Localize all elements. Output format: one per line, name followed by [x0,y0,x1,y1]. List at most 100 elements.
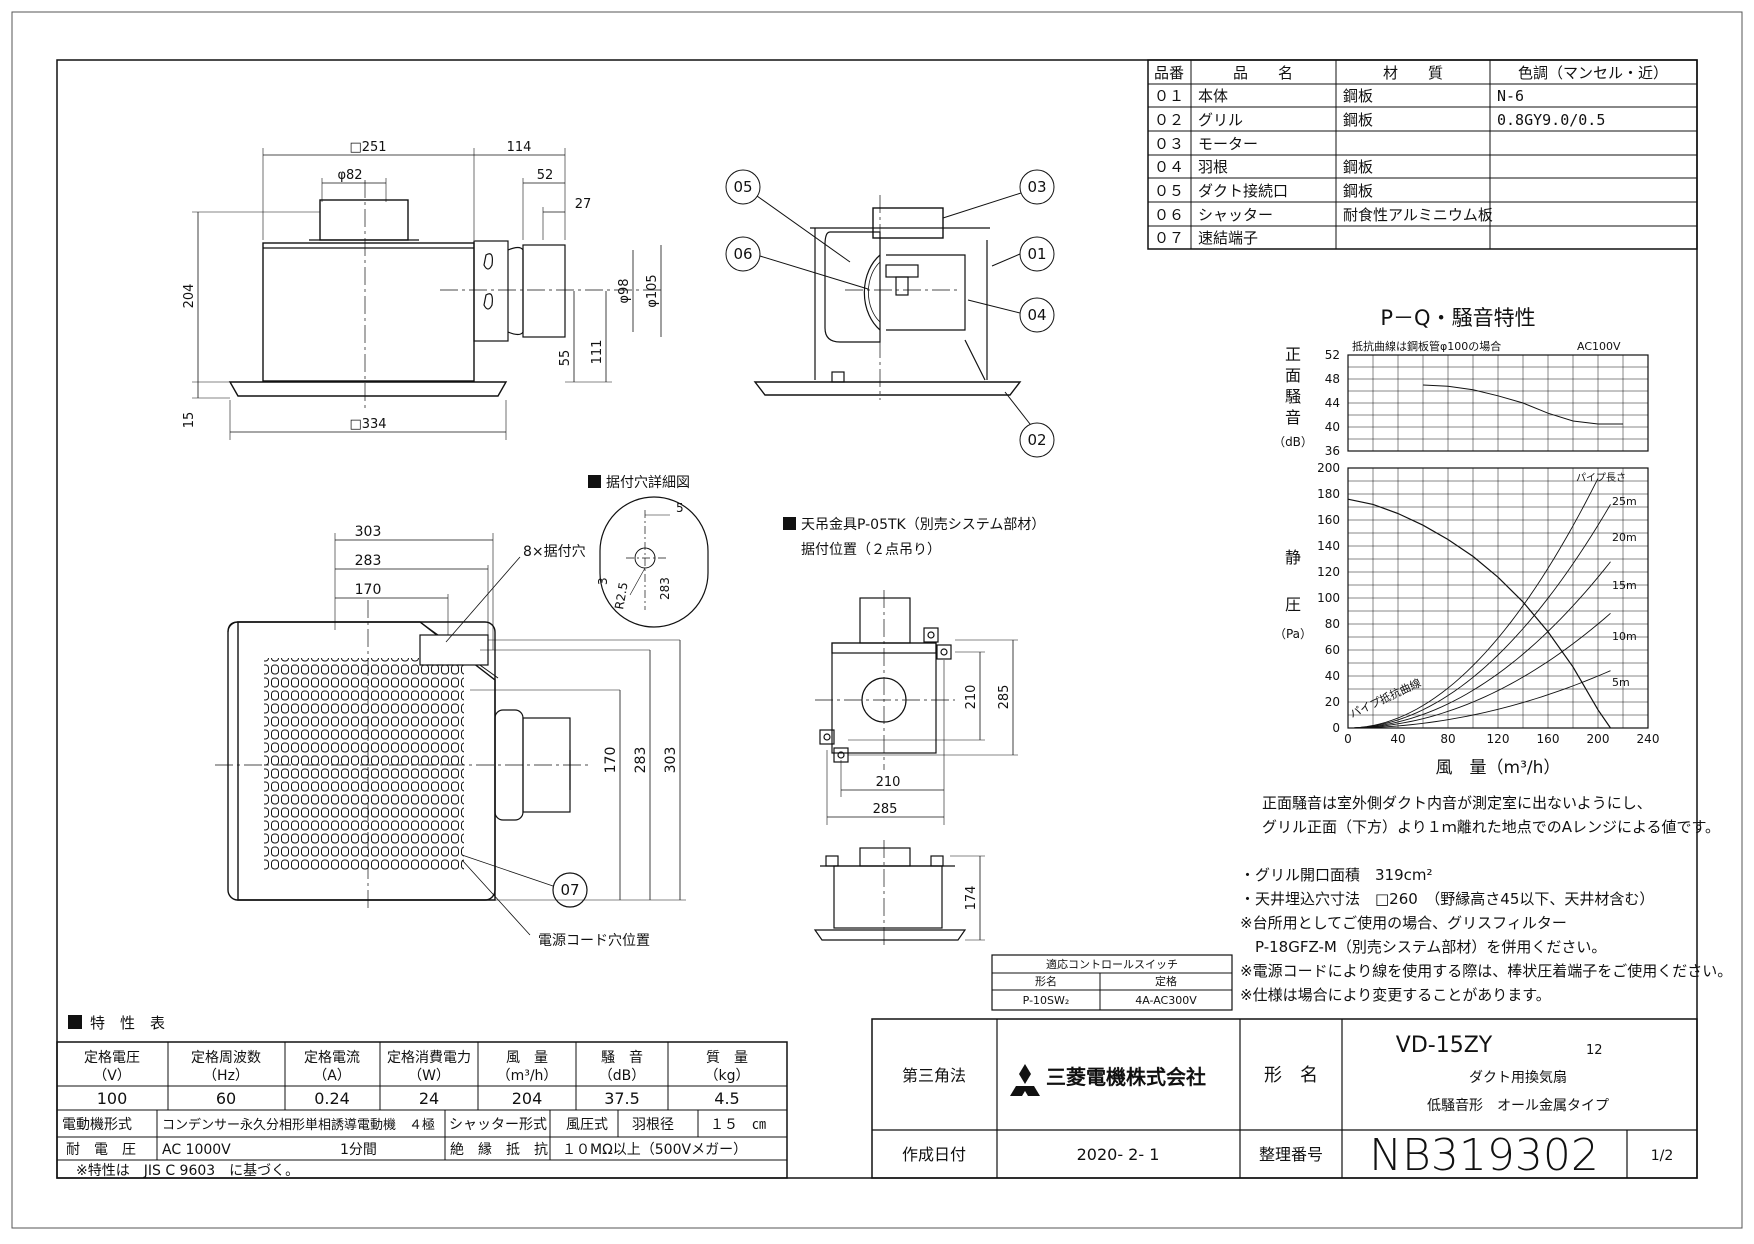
char-header-noise-unit: （dB） [599,1068,646,1084]
char-blade-label: 羽根径 [632,1117,674,1133]
parts-row-no: ０５ [1154,182,1184,200]
pressure-ylabel-unit: （Pa） [1274,627,1312,641]
parts-header-material: 材 質 [1383,64,1443,82]
callout-05: 05 [733,178,752,196]
square-bullet-icon [588,475,601,488]
hanger-dim-174: 174 [964,886,979,911]
square-bullet-icon [68,1015,82,1029]
pipe-length-title: パイプ長さ [1576,472,1626,484]
char-withstand-time: 1分間 [340,1142,377,1158]
mitsubishi-logo-icon [1010,1064,1040,1096]
pipe-label-20m: 20m [1612,531,1637,544]
characteristics-title: 特 性 表 [90,1014,165,1032]
pipe-curve-5m [1347,670,1611,729]
chart-note-line: グリル正面（下方）より１ｍ離れた地点でのAレンジによる値です。 [1262,818,1720,836]
front-view [192,148,665,440]
spec-note-line: ※電源コードにより線を使用する際は、棒状圧着端子をご使用ください。 [1240,962,1732,980]
section-callouts [725,169,1055,458]
company-name: 三菱電機株式会社 [1046,1065,1206,1089]
char-header-frequency: 定格周波数 [191,1050,261,1066]
hanger-dim-285-h: 285 [873,802,898,817]
parts-row-material: 鋼板 [1343,182,1373,200]
chart-xticks: 0 40 80 120 160 200 240 [1344,732,1659,746]
char-motor-label: 電動機形式 [62,1117,132,1133]
pipe-label-25m: 25m [1612,495,1637,508]
control-switch-model: P-10SW₂ [1023,994,1070,1007]
pressure-ytick: 80 [1325,617,1340,631]
char-header-current: 定格電流 [304,1050,360,1066]
parts-row-material: 耐食性アルミニウム板 [1343,206,1493,224]
creation-date: 2020- 2- 1 [1077,1145,1160,1164]
parts-row-color: N-6 [1497,87,1524,105]
dim-303-right: 303 [663,747,679,774]
xtick: 200 [1587,732,1610,746]
char-header-power-unit: （W） [408,1068,450,1084]
detail-dim-3: 3 [596,577,610,585]
pressure-ytick: 20 [1325,695,1340,709]
callout-02: 02 [1027,431,1046,449]
char-header-noise: 騒 音 [601,1049,643,1066]
parts-row-name: 羽根 [1198,158,1228,176]
xtick: 120 [1487,732,1510,746]
parts-header-no: 品番 [1154,64,1184,82]
callout-04: 04 [1027,306,1046,324]
dim-114: 114 [507,140,532,155]
noise-ylabel-char: 正 [1285,345,1301,364]
parts-row-name: ダクト接続口 [1198,182,1288,200]
noise-ylabel-char: 音 [1285,408,1301,427]
pq-chart: P－Q・騒音特性 抵抗曲線は鋼板管φ100の場合 AC100V 正 面 騒 音 … [1273,306,1659,778]
char-blade-value: １５ ㎝ [710,1117,766,1133]
pressure-ytick: 160 [1317,513,1340,527]
date-label: 作成日付 [902,1145,966,1164]
pressure-ylabel-char: 圧 [1285,595,1301,614]
mount-hole-detail: 据付穴詳細図 5 3 R2.5 283 [588,475,709,628]
parts-row-name: シャッター [1198,206,1273,224]
dim-phi105: φ105 [645,274,660,307]
pq-curve [1347,498,1611,729]
product-desc: ダクト用換気扇 [1469,1070,1567,1086]
char-withstand-label: 耐 電 圧 [66,1142,136,1158]
noise-ylabel-unit: （dB） [1273,435,1313,449]
document-number: NB319302 [1369,1130,1599,1181]
pipe-curve-25m [1347,478,1599,729]
dim-283-right: 283 [633,747,649,774]
parts-table [1147,59,1698,250]
spec-note-line: ・天井埋込穴寸法 □260 （野縁高さ45以下、天井材含む） [1240,890,1654,908]
sheet-number: 1/2 [1651,1148,1674,1164]
parts-row-no: ０１ [1154,87,1184,105]
title-block: 第三角法 三菱電機株式会社 形 名 VD-15ZY 12 ダクト用換気扇 低騒音… [871,1018,1698,1181]
pipe-curve-label: パイプ抵抗曲線 [1347,675,1423,720]
control-switch-text: 適応コントロールスイッチ 形名 定格 P-10SW₂ 4A-AC300V [1023,957,1198,1007]
spec-note-line: P-18GFZ-M（別売システム部材）を併用ください。 [1240,938,1606,956]
section-view [753,195,1022,400]
char-header-voltage-unit: （V） [93,1068,131,1084]
model-number: VD-15ZY [1396,1033,1493,1058]
parts-row-no: ０４ [1154,158,1184,176]
mount-hole-title: 据付穴詳細図 [606,475,690,491]
parts-row-name: グリル [1198,111,1243,129]
bottom-view [215,533,686,936]
char-value-mass: 4.5 [714,1089,739,1108]
chart-curves [1347,384,1623,729]
pressure-ytick: 120 [1317,565,1340,579]
char-header-frequency-unit: （Hz） [203,1068,249,1084]
noise-yticks: 52 48 44 40 36 [1325,348,1340,458]
xtick: 240 [1637,732,1660,746]
parts-row-material: 鋼板 [1343,87,1373,105]
parts-row-no: ０３ [1154,135,1184,153]
parts-row-color: 0.8GY9.0/0.5 [1497,111,1605,129]
control-switch-col-model: 形名 [1035,974,1057,988]
parts-row-no: ０７ [1154,229,1184,247]
char-header-power: 定格消費電力 [387,1050,471,1066]
dim-111: 111 [590,340,605,365]
callout-03: 03 [1027,178,1046,196]
pressure-yticks: 200 180 160 140 120 100 80 60 40 20 0 [1317,461,1340,735]
control-switch-rating: 4A-AC300V [1135,994,1197,1007]
noise-ytick: 52 [1325,348,1340,362]
product-type: 低騒音形 オール金属タイプ [1427,1097,1609,1114]
hanger-view: 天吊金具P-05TK（別売システム部材） 据付位置（２点吊り） [783,517,1045,948]
power-cord-hole-label: 電源コード穴位置 [538,933,650,949]
pipe-curve-20m [1347,504,1611,729]
hanger-title: 天吊金具P-05TK（別売システム部材） [801,517,1045,533]
char-value-noise: 37.5 [604,1089,640,1108]
